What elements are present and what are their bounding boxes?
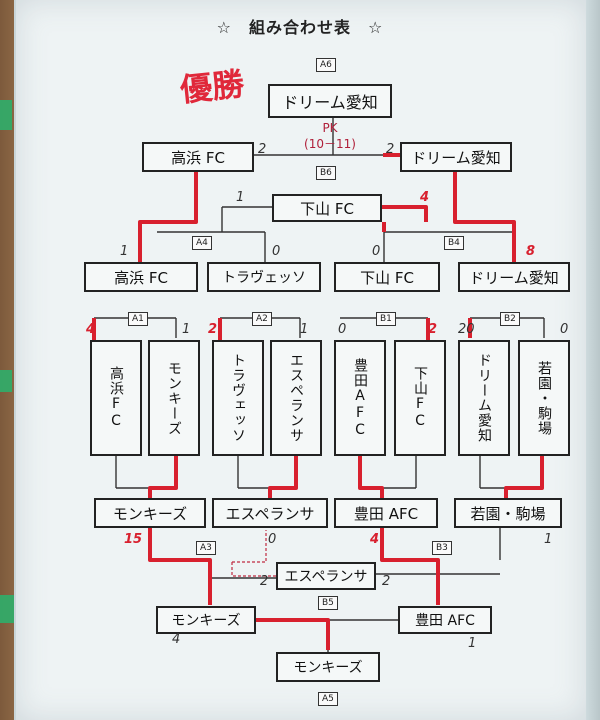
first-round-score: 1	[182, 322, 191, 337]
lower-score: 15	[124, 532, 143, 547]
quarter-score: 0	[372, 244, 381, 259]
first-round-score: 4	[86, 322, 96, 337]
champion-box: ドリーム愛知	[268, 84, 392, 118]
quarter-team: トラヴェッソ	[207, 262, 321, 292]
match-code: A1	[128, 312, 148, 326]
green-tape	[0, 370, 12, 392]
lower-semi-left: モンキーズ	[156, 606, 256, 634]
match-code: A3	[196, 541, 216, 555]
winner-label: 優勝	[178, 64, 247, 110]
lower-semi-right: 豊田 AFC	[398, 606, 492, 634]
final-left-team: 高浜 FC	[142, 142, 254, 172]
first-round-score: 2	[208, 322, 218, 337]
final-right-team: ドリーム愛知	[400, 142, 512, 172]
pk-label: PK	[322, 121, 338, 135]
first-round-team: ドリーム愛知	[458, 340, 510, 456]
match-code: B1	[376, 312, 396, 326]
lower-winner-team: モンキーズ	[276, 652, 380, 682]
quarter-team: 高浜 FC	[84, 262, 198, 292]
match-code: B4	[444, 236, 464, 250]
first-round-team: 高浜FC	[90, 340, 142, 456]
lower-team: 若園・駒場	[454, 498, 562, 528]
lower-center-team: エスペランサ	[276, 562, 376, 590]
quarter-score: 8	[526, 244, 536, 259]
final-right-score: 2	[386, 142, 395, 157]
match-code: B5	[318, 596, 338, 610]
green-tape	[0, 100, 12, 130]
match-code: B3	[432, 541, 452, 555]
match-code: A5	[318, 692, 338, 706]
green-tape	[0, 595, 14, 623]
semi-left-score: 1	[236, 190, 245, 205]
first-round-team: エスペランサ	[270, 340, 322, 456]
lower-team: モンキーズ	[94, 498, 206, 528]
first-round-score: 1	[300, 322, 309, 337]
semi-center-team: 下山 FC	[272, 194, 382, 222]
first-round-score: 20	[458, 322, 475, 337]
final-left-score: 2	[258, 142, 267, 157]
first-round-team: 豊田AFC	[334, 340, 386, 456]
lower-score: 1	[544, 532, 553, 547]
first-round-team: 若園・駒場	[518, 340, 570, 456]
match-code: A2	[252, 312, 272, 326]
semi-right-score: 4	[420, 190, 430, 205]
quarter-score: 0	[272, 244, 281, 259]
first-round-team: 下山FC	[394, 340, 446, 456]
match-code: B6	[316, 166, 336, 180]
first-round-score: 0	[338, 322, 347, 337]
quarter-team: 下山 FC	[334, 262, 440, 292]
first-round-score: 0	[560, 322, 569, 337]
quarter-score: 1	[120, 244, 129, 259]
quarter-team: ドリーム愛知	[458, 262, 570, 292]
lower-score: 0	[268, 532, 277, 547]
first-round-score: 2	[428, 322, 438, 337]
match-code: B2	[500, 312, 520, 326]
lower-center-score: 2	[382, 574, 391, 589]
first-round-team: トラヴェッソ	[212, 340, 264, 456]
first-round-team: モンキーズ	[148, 340, 200, 456]
lower-team: 豊田 AFC	[334, 498, 438, 528]
match-code: A6	[316, 58, 336, 72]
lower-semi-score: 4	[172, 632, 181, 647]
pk-score: (10－11)	[304, 137, 356, 151]
lower-center-score: 2	[260, 574, 269, 589]
lower-semi-score: 1	[468, 636, 477, 651]
page-title: ☆ 組み合わせ表 ☆	[216, 18, 384, 37]
lower-team: エスペランサ	[212, 498, 328, 528]
match-code: A4	[192, 236, 212, 250]
lower-score: 4	[370, 532, 380, 547]
